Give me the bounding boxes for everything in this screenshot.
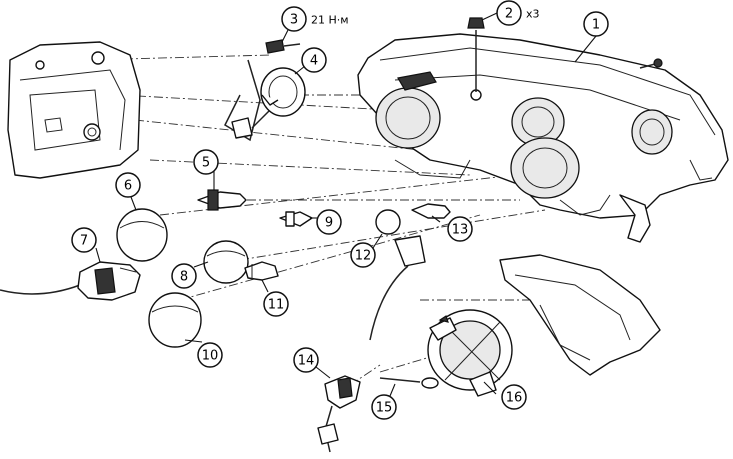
screw-15 <box>379 377 439 389</box>
leader-lines <box>95 12 597 397</box>
callout-11-label: 11 <box>268 298 285 313</box>
callout-14-label: 14 <box>298 354 315 369</box>
callout-3-note: 21 Н·м <box>311 14 349 27</box>
callout-10-label: 10 <box>202 349 219 364</box>
bulb-cover-4 <box>260 67 306 117</box>
callout-16: 16 <box>501 384 527 410</box>
callout-4: 4 <box>301 47 327 73</box>
callout-1-label: 1 <box>592 18 600 33</box>
callout-2: 2 x3 <box>496 0 540 26</box>
dust-cap-8 <box>203 240 249 284</box>
callout-7-label: 7 <box>80 234 88 249</box>
callout-11: 11 <box>263 291 289 317</box>
callout-12: 12 <box>350 242 376 268</box>
callout-3-label: 3 <box>290 13 298 28</box>
bolt-and-wire-bracket <box>224 39 301 142</box>
callout-8-label: 8 <box>180 270 188 285</box>
bulb-socket-11 <box>244 261 279 281</box>
callout-12-label: 12 <box>355 249 372 264</box>
callout-1: 1 <box>583 11 609 37</box>
callout-10: 10 <box>197 342 223 368</box>
callout-15-label: 15 <box>376 401 393 416</box>
callout-5: 5 <box>193 149 219 175</box>
bulb-7 <box>0 261 141 301</box>
fog-lamp-16 <box>427 309 513 397</box>
callout-7: 7 <box>71 227 97 253</box>
callout-3: 3 21 Н·м <box>281 6 349 32</box>
callout-6-label: 6 <box>124 179 132 194</box>
bulb-5 <box>197 189 247 211</box>
headlamp-housing <box>357 17 729 243</box>
bulb-9 <box>279 211 313 227</box>
callout-13-label: 13 <box>452 223 469 238</box>
bulb-13 <box>411 203 451 219</box>
callout-16-label: 16 <box>506 391 523 406</box>
callout-14: 14 <box>293 347 319 373</box>
callout-6: 6 <box>115 172 141 198</box>
dust-cap-10 <box>148 292 202 348</box>
callout-15: 15 <box>371 394 397 420</box>
callout-13: 13 <box>447 216 473 242</box>
callout-2-label: 2 <box>505 7 513 22</box>
callout-8: 8 <box>171 263 197 289</box>
mounting-bracket <box>7 41 141 179</box>
callout-9-label: 9 <box>325 216 333 231</box>
callout-4-label: 4 <box>310 54 318 69</box>
bulb-14 <box>317 375 361 453</box>
dust-cap-6 <box>116 208 168 262</box>
callout-2-note: x3 <box>526 8 540 21</box>
bulb-socket-12 <box>369 209 426 341</box>
fog-lamp-bezel <box>499 254 661 376</box>
callout-9: 9 <box>316 209 342 235</box>
callout-5-label: 5 <box>202 156 210 171</box>
